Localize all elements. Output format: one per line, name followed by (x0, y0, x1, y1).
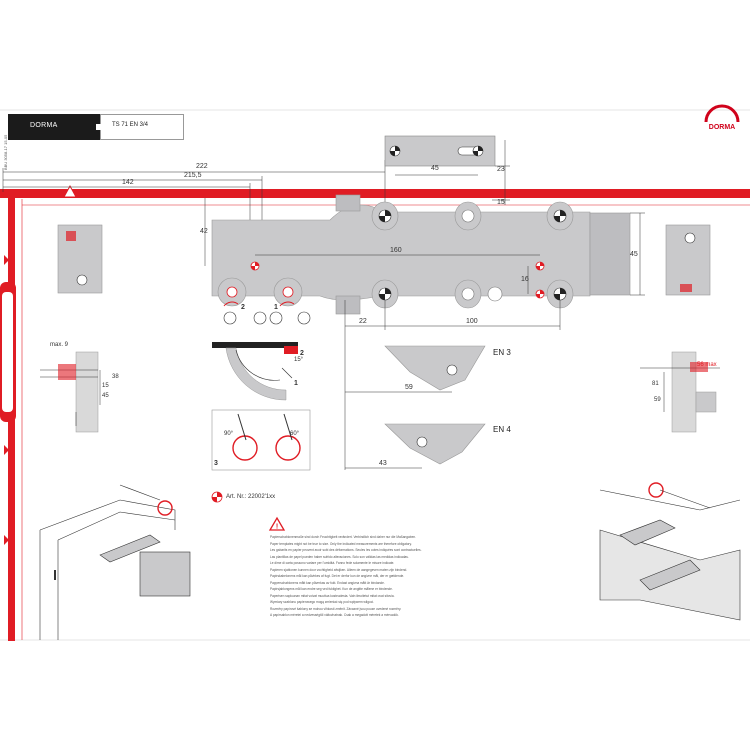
en4-arm-plate (345, 423, 486, 469)
right-d81: 81 (652, 381, 659, 387)
dim-45-bracket: 45 (431, 165, 439, 172)
step-2-label: 2 (300, 350, 304, 357)
warning-line: Las plantillas de papel pueden haber suf… (270, 554, 409, 559)
warning-line: Le dime di carta possono variare per l'u… (270, 561, 395, 565)
left-max: max. 9 (50, 342, 69, 348)
warning-line: A papírsablon méretei a nedvességtől vál… (270, 613, 399, 617)
bracket-dimensions (395, 140, 510, 205)
angle-90: 90° (224, 431, 234, 437)
closing-angle-panel (211, 409, 311, 471)
arrow-marker-icon (4, 445, 9, 455)
warning-line: Rozměry papírové šablony se mohou vlhkos… (270, 606, 402, 611)
target-mark-icon (473, 146, 483, 156)
header-model: TS 71 EN 3/4 (112, 122, 149, 128)
warning-line: Papperschablonens mått kan påverkas av f… (270, 580, 385, 585)
warning-line: Papirsjablongens mål kan endre seg ved f… (270, 587, 393, 591)
dim-160: 160 (390, 247, 402, 254)
left-d45: 45 (102, 393, 109, 399)
dim-215-5: 215,5 (184, 172, 202, 179)
right-mini-template (665, 224, 711, 296)
article-number: Art. Nr.: 22002'1xx (226, 494, 276, 500)
right-frame-section (640, 351, 720, 433)
dim-23: 23 (497, 166, 505, 173)
dim-45-body: 45 (630, 251, 638, 258)
left-frame-section (40, 351, 101, 433)
step-3-label: 3 (214, 460, 218, 467)
left-isometric-door (39, 484, 191, 640)
warning-line: Papirskabelonens mål kan påvirkes af fug… (270, 574, 405, 578)
warning-text-block: Papierschablonenmaße sind durch Feuchtig… (270, 520, 530, 619)
dim-142: 142 (122, 179, 134, 186)
left-mini-template (57, 224, 103, 294)
left-d15: 15 (102, 383, 109, 389)
body-dimensions (204, 198, 645, 470)
en3-arm-plate (345, 345, 486, 393)
exclamation-icon: ! (276, 524, 278, 531)
dim-100: 100 (466, 318, 478, 325)
arrow-marker-icon (4, 255, 9, 265)
dorma-logo: DORMA (708, 124, 736, 131)
hinge-inner (2, 292, 13, 412)
side-code: BBU 3058-17 15-05 (3, 134, 8, 170)
drill-targets (226, 209, 567, 302)
header-brand: DORMA (30, 122, 58, 129)
header-white-block (100, 114, 184, 140)
right-isometric-door (599, 482, 741, 621)
right-max: 56 max (697, 362, 717, 368)
header-black-block (8, 114, 100, 140)
valve-adjust-icons (223, 301, 311, 325)
label-en4: EN 4 (493, 425, 511, 434)
warning-line: Papieren sjablonen kunnen door vochtighe… (270, 567, 408, 572)
article-target-icon (211, 491, 223, 503)
dim-43: 43 (379, 460, 387, 467)
dim-222: 222 (196, 163, 208, 170)
valve-2-label: 2 (241, 304, 245, 311)
warning-line: Papierschablonenmaße sind durch Feuchtig… (270, 535, 417, 539)
valve-1-label: 1 (274, 304, 278, 311)
angle-60: 60° (290, 431, 300, 437)
label-en3: EN 3 (493, 348, 511, 357)
warning-line: Wymiary szablonu papierowego mogą zmieni… (270, 600, 374, 604)
door-top-edge-red (0, 189, 750, 198)
warning-line: Les gabarits en papier peuvent avoir sub… (270, 548, 422, 552)
warning-icon (268, 516, 286, 531)
dorma-logo-arch-icon (704, 104, 740, 123)
target-mark-icon (390, 146, 400, 156)
arrow-marker-icon (4, 535, 9, 545)
dim-22: 22 (359, 318, 367, 325)
angle-small: 15° (294, 357, 304, 363)
header-square-marker (96, 124, 102, 130)
dim-42: 42 (200, 228, 208, 235)
warning-line: Paper templates might not be true to siz… (270, 541, 412, 546)
dim-59: 59 (405, 384, 413, 391)
door-closer-body (211, 194, 631, 315)
right-d59: 59 (654, 397, 661, 403)
left-d38: 38 (112, 374, 119, 380)
step-1-label: 1 (294, 380, 298, 387)
dim-15: 15 (497, 199, 505, 206)
speed-adjust-detail (212, 342, 298, 401)
warning-line: Paperisen sapluunan mitat voivat muuttua… (270, 593, 395, 598)
warning-triangle-icon (63, 184, 77, 198)
dim-16: 16 (521, 276, 529, 283)
